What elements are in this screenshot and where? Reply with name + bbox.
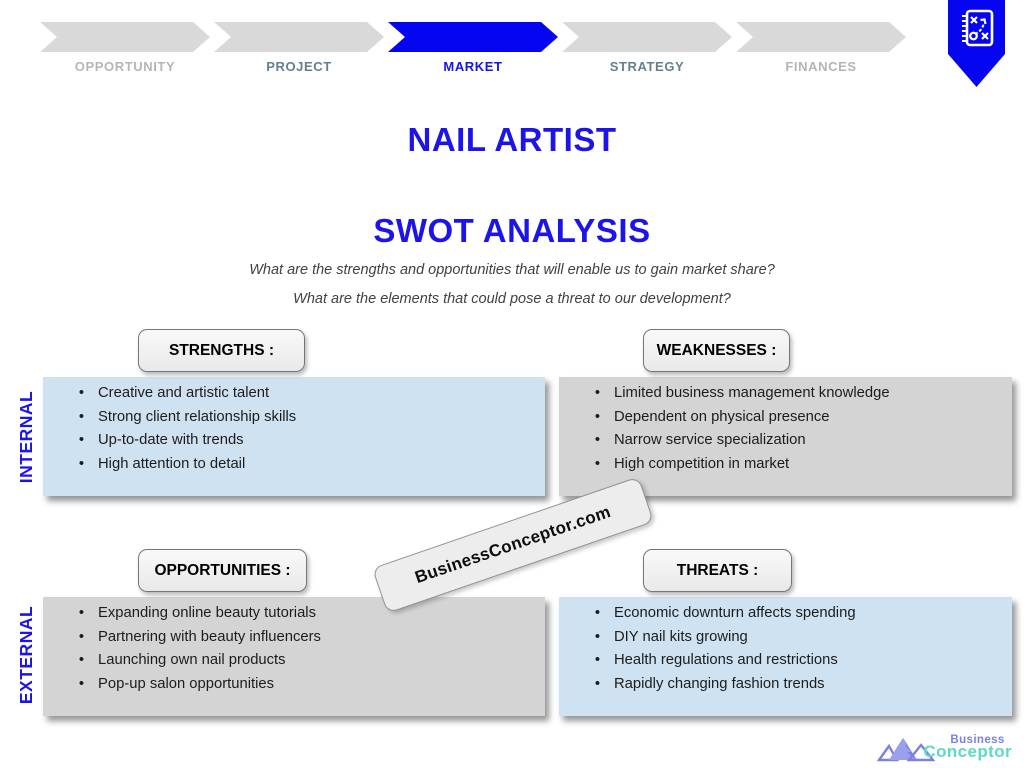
list-item: • High attention to detail xyxy=(65,453,537,477)
nav-step-project[interactable]: PROJECT xyxy=(214,22,384,74)
weaknesses-heading: WEAKNESSES : xyxy=(643,329,790,372)
brand-logo: Business Conceptor xyxy=(877,732,1012,764)
threats-panel: • Economic downturn affects spending • DIY… xyxy=(559,597,1012,716)
nav-step-label: OPPORTUNITY xyxy=(74,59,176,74)
nav-step-label: PROJECT xyxy=(266,59,332,74)
chevron-arrow xyxy=(388,22,558,52)
list-item: • Creative and artistic talent xyxy=(65,382,537,406)
bullet-icon: • xyxy=(78,408,85,425)
nav-step-market-active[interactable]: MARKET xyxy=(388,22,558,74)
list-item: • Strong client relationship skills xyxy=(65,406,537,430)
bullet-icon: • xyxy=(594,675,601,692)
list-item-text: High competition in market xyxy=(614,455,790,472)
list-item-text: Dependent on physical presence xyxy=(614,408,830,425)
list-item-text: Creative and artistic talent xyxy=(98,385,270,401)
nav-step-finances[interactable]: FINANCES xyxy=(736,22,906,74)
bullet-icon: • xyxy=(594,652,601,669)
list-item: • Expanding online beauty tutorials xyxy=(65,602,537,626)
strategy-tactics-icon xyxy=(961,9,993,47)
list-item-text: Health regulations and restrictions xyxy=(614,652,838,669)
list-item: • Limited business management knowledge xyxy=(581,382,1004,406)
weaknesses-panel: • Limited business management knowledge •… xyxy=(559,377,1012,496)
list-item-text: Pop-up salon opportunities xyxy=(98,675,275,692)
nav-step-label: STRATEGY xyxy=(609,59,685,74)
list-item: • Economic downturn affects spending xyxy=(581,602,1004,626)
list-item: • Launching own nail products xyxy=(65,649,537,673)
list-item: • Rapidly changing fashion trends xyxy=(581,673,1004,697)
nav-step-opportunity[interactable]: OPPORTUNITY xyxy=(40,22,210,74)
bullet-icon: • xyxy=(594,408,601,425)
bookmark-ribbon-badge xyxy=(948,0,1005,87)
strengths-panel: • Creative and artistic talent • Strong cl… xyxy=(43,377,545,496)
bullet-icon: • xyxy=(594,628,601,645)
list-item-text: Partnering with beauty influencers xyxy=(98,628,321,645)
list-item: • Health regulations and restrictions xyxy=(581,649,1004,673)
bullet-icon: • xyxy=(78,455,85,472)
watermark-businessconceptor: BusinessConceptor.com xyxy=(371,476,655,614)
bullet-icon: • xyxy=(78,385,85,401)
axis-label-internal: INTERNAL xyxy=(16,390,36,484)
strengths-heading: STRENGTHS : xyxy=(138,329,305,372)
list-item: • Dependent on physical presence xyxy=(581,406,1004,430)
bullet-icon: • xyxy=(78,675,85,692)
process-nav: OPPORTUNITY PROJECT MARKET STRATEGY FINA… xyxy=(40,22,906,74)
list-item-text: Limited business management knowledge xyxy=(614,385,890,401)
list-item-text: Economic downturn affects spending xyxy=(614,605,856,621)
list-item-text: Narrow service specialization xyxy=(614,432,806,449)
list-item-text: Expanding online beauty tutorials xyxy=(98,605,316,621)
list-item: • High competition in market xyxy=(581,453,1004,477)
brand-logo-text: Business Conceptor xyxy=(923,734,1012,762)
nav-step-label: FINANCES xyxy=(785,59,857,74)
bullet-icon: • xyxy=(594,432,601,449)
chevron-arrow xyxy=(736,22,906,52)
list-item-text: DIY nail kits growing xyxy=(614,628,748,645)
axis-label-external: EXTERNAL xyxy=(16,605,36,705)
list-item: • Pop-up salon opportunities xyxy=(65,673,537,697)
chevron-arrow xyxy=(214,22,384,52)
opportunities-panel: • Expanding online beauty tutorials • Part… xyxy=(43,597,545,716)
page-title: NAIL ARTIST xyxy=(407,121,617,158)
bullet-icon: • xyxy=(594,605,601,621)
list-item-text: Rapidly changing fashion trends xyxy=(614,675,825,692)
intro-question-1: What are the strengths and opportunities… xyxy=(249,262,775,278)
brand-name-conceptor: Conceptor xyxy=(923,742,1012,761)
bullet-icon: • xyxy=(594,385,601,401)
list-item-text: High attention to detail xyxy=(98,455,246,472)
intro-question-2: What are the elements that could pose a … xyxy=(293,291,731,307)
list-item: • DIY nail kits growing xyxy=(581,626,1004,650)
mountain-logo-icon xyxy=(877,738,936,762)
chevron-arrow xyxy=(562,22,732,52)
bullet-icon: • xyxy=(78,432,85,449)
list-item-text: Up-to-date with trends xyxy=(98,432,244,449)
bullet-icon: • xyxy=(78,628,85,645)
list-item: • Up-to-date with trends xyxy=(65,429,537,453)
nav-step-strategy[interactable]: STRATEGY xyxy=(562,22,732,74)
opportunities-heading: OPPORTUNITIES : xyxy=(138,549,307,592)
chevron-arrow xyxy=(40,22,210,52)
list-item: • Partnering with beauty influencers xyxy=(65,626,537,650)
list-item: • Narrow service specialization xyxy=(581,429,1004,453)
nav-step-label: MARKET xyxy=(443,59,503,74)
list-item-text: Strong client relationship skills xyxy=(98,408,297,425)
brand-name-business: Business xyxy=(950,734,1005,746)
bullet-icon: • xyxy=(78,605,85,621)
threats-heading: THREATS : xyxy=(643,549,792,592)
page-subtitle: SWOT ANALYSIS xyxy=(373,212,651,249)
list-item-text: Launching own nail products xyxy=(98,652,286,669)
bullet-icon: • xyxy=(594,455,601,472)
bullet-icon: • xyxy=(78,652,85,669)
